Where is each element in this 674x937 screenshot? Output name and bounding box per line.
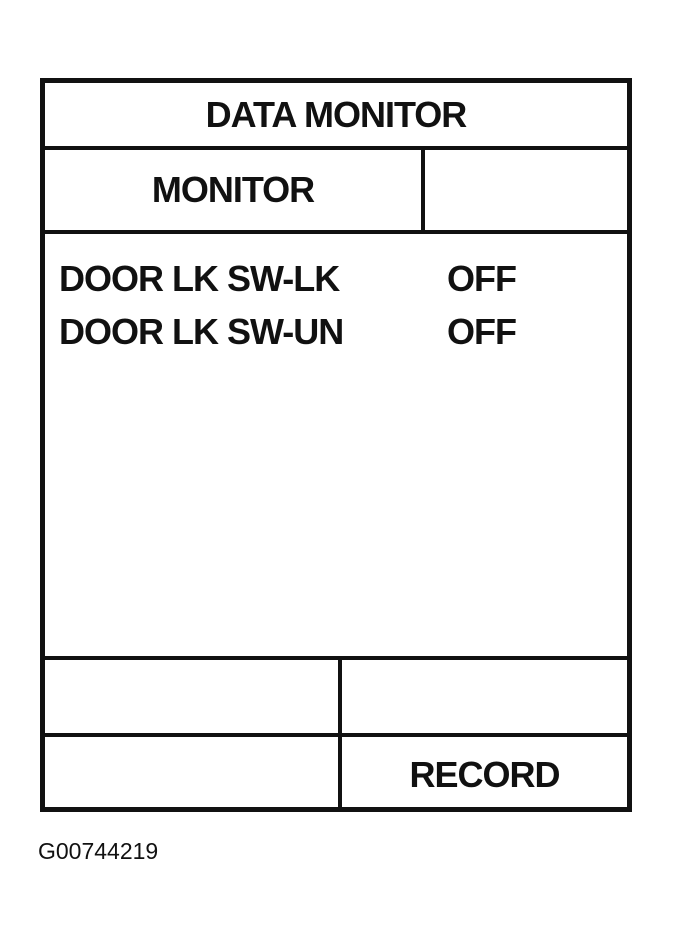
mode-value	[425, 150, 627, 230]
softkey-1-left[interactable]	[45, 660, 342, 733]
data-item-value: OFF	[447, 311, 517, 352]
figure-id: G00744219	[38, 838, 159, 864]
softkey-row-1	[45, 660, 627, 737]
record-button[interactable]: RECORD	[342, 737, 627, 812]
softkey-row-2: RECORD	[45, 737, 627, 812]
data-row-door-lk-sw-un: DOOR LK SW-UN OFF	[59, 311, 619, 361]
softkey-1-right[interactable]	[342, 660, 627, 733]
data-item-label: DOOR LK SW-LK	[59, 258, 340, 299]
data-item-value: OFF	[447, 258, 517, 299]
softkey-2-left[interactable]	[45, 737, 342, 812]
data-row-door-lk-sw-lk: DOOR LK SW-LK OFF	[59, 258, 619, 308]
mode-label: MONITOR	[45, 150, 425, 230]
data-item-label: DOOR LK SW-UN	[59, 311, 344, 352]
screen-title: DATA MONITOR	[45, 83, 627, 150]
data-monitor-screen: DATA MONITOR MONITOR DOOR LK SW-LK OFF D…	[40, 78, 632, 812]
mode-row: MONITOR	[45, 150, 627, 234]
data-list: DOOR LK SW-LK OFF DOOR LK SW-UN OFF	[45, 234, 627, 660]
